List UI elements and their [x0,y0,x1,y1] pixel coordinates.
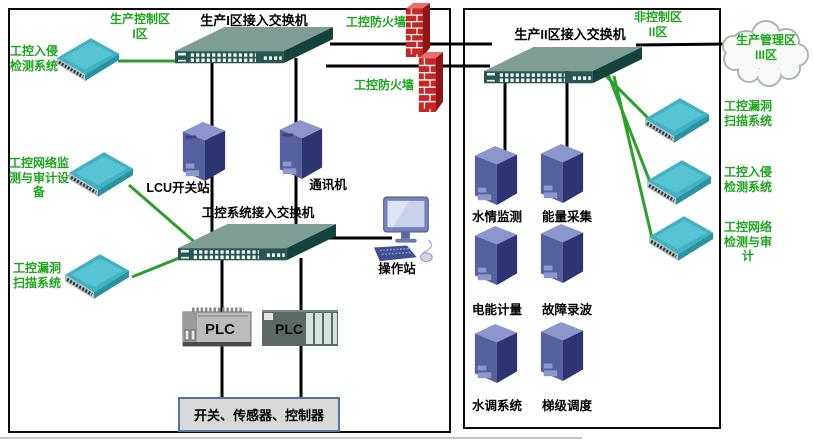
server-energy-collect-label: 能量采集 [541,210,592,224]
vuln-right-label: 工控漏洞 扫描系统 [723,99,772,128]
plc1-label: PLC [205,321,235,338]
switch-ics-icon [178,224,336,261]
zone1-panel-border [8,8,451,433]
firewall2-label: 工控防火墙 [353,78,414,92]
operator-label: 操作站 [378,262,416,276]
vuln-scan-appliance-right-icon [645,98,709,143]
server-fault-record-label: 故障录波 [541,303,592,317]
operator-workstation-icon [373,196,433,263]
slide-shadow-line [0,437,582,439]
switch-ics-label: 工控系统接入交换机 [201,206,315,220]
network-audit-appliance-left-icon [69,152,133,197]
firewall-icon-2 [418,52,443,112]
server-water-monitor-icon [474,145,518,206]
intrusion-left-label: 工控入侵 检测系统 [9,44,58,73]
server-water-monitor-label: 水情监测 [471,210,522,224]
firewall-icon-1 [405,3,430,57]
server-water-dispatch-label: 水调系统 [471,399,522,413]
management-zone-cloud-icon [722,20,809,87]
vuln-left-label: 工控漏洞 扫描系统 [12,261,61,290]
link-switch3-intrusion-right [606,73,652,183]
switch-zone2-label: 生产II区接入交换机 [514,27,626,42]
plc2-label: PLC [275,321,303,337]
zone2-label: 非控制区 II区 [633,10,682,39]
server-fault-record-icon [540,223,584,284]
server-power-meter-label: 电能计量 [471,303,522,317]
firewall1-label: 工控防火墙 [345,15,406,29]
server-power-meter-icon [474,225,518,286]
lcu-server-icon [182,121,226,182]
network-audit-appliance-right-icon [649,216,713,261]
cloud-label: 生产管理区 III区 [735,33,796,62]
switch-zone2-icon [484,47,642,84]
server-energy-collect-icon [540,143,584,204]
link-switch3-cloud [635,42,728,47]
intrusion-detection-appliance-left-icon [56,38,120,81]
comm-server-icon [279,119,323,180]
audit-left-label: 工控网络监 测与审计设 备 [8,156,69,200]
zone2-panel-border [463,8,721,429]
server-cascade-dispatch-icon [540,321,584,382]
lcu-label: LCU开关站 [146,181,210,195]
audit-right-label: 工控网络 检测与审 计 [723,220,772,264]
intrusion-detection-appliance-right-icon [647,160,711,205]
switch-zone1-label: 生产I区接入交换机 [200,13,308,28]
switch-zone1-icon [175,27,333,64]
plc1-icon: PLC [182,307,252,347]
server-cascade-dispatch-label: 梯级调度 [541,399,592,413]
link-audit-switch2 [128,183,199,247]
vuln-scan-appliance-left-icon [65,254,129,299]
field-devices-box: 开关、传感器、控制器 [178,397,340,432]
link-switch3-audit-right [612,75,654,239]
plc2-icon: PLC [262,310,338,346]
zone1-label: 生产控制区 I区 [109,12,170,41]
server-water-dispatch-icon [474,323,518,384]
comm-label: 通讯机 [309,178,347,192]
intrusion-right-label: 工控入侵 检测系统 [723,165,772,194]
